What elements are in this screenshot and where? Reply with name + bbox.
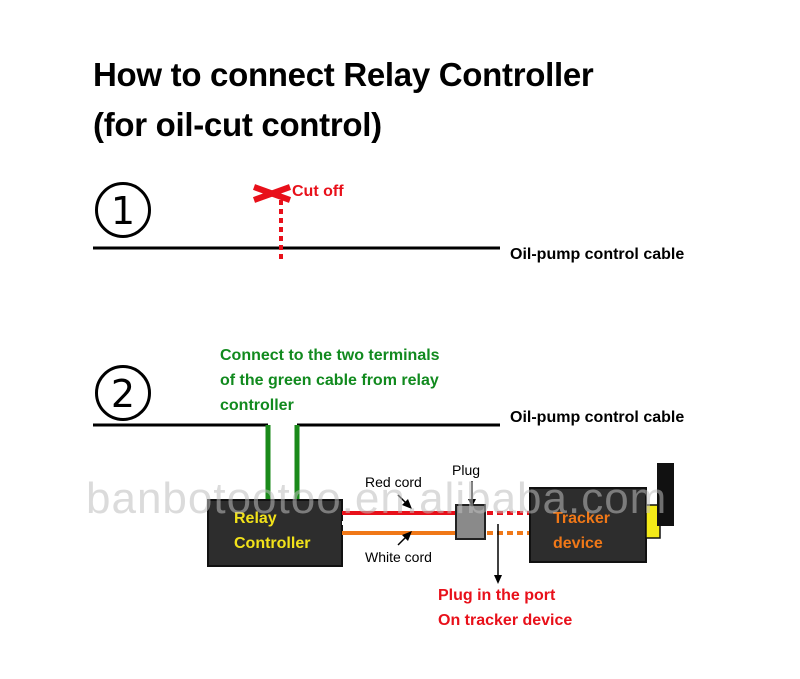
watermark: banbotootoo.en.alibaba.com — [86, 474, 668, 523]
step-2-cable-label: Oil-pump control cable — [510, 409, 685, 426]
relay-label: Relay — [234, 510, 277, 527]
plug-arrow-icon — [468, 499, 476, 507]
cut-off-x-icon — [252, 184, 292, 203]
step-2-number: 2 — [95, 365, 151, 421]
plug-label: Plug — [452, 462, 481, 478]
title-line-2: (for oil-cut control) — [93, 106, 382, 143]
white-cord-arrow-icon — [402, 531, 412, 541]
plug-note-line-2: On tracker device — [438, 612, 573, 629]
plug-note-line-1: Plug in the port — [438, 587, 556, 604]
instruction-line-1: Connect to the two terminals — [220, 347, 440, 364]
step-1-number: 1 — [95, 182, 151, 238]
step-1-cable-label: Oil-pump control cable — [510, 246, 685, 263]
relay-controller-box — [207, 499, 343, 567]
plug — [455, 504, 486, 540]
controller-label: Controller — [234, 535, 311, 552]
tracker-black-tab — [657, 463, 674, 526]
plug-in-port-arrow-icon — [494, 575, 502, 584]
cut-off-label: Cut off — [292, 183, 344, 200]
red-cord-label: Red cord — [365, 474, 422, 490]
white-cord-label: White cord — [365, 549, 432, 565]
red-cord-arrow-icon — [402, 499, 412, 509]
title-line-1: How to connect Relay Controller — [93, 56, 594, 93]
device-label: device — [553, 535, 603, 552]
tracker-label: Tracker — [553, 510, 610, 527]
instruction-line-2: of the green cable from relay — [220, 372, 439, 389]
instruction-line-3: controller — [220, 397, 294, 414]
